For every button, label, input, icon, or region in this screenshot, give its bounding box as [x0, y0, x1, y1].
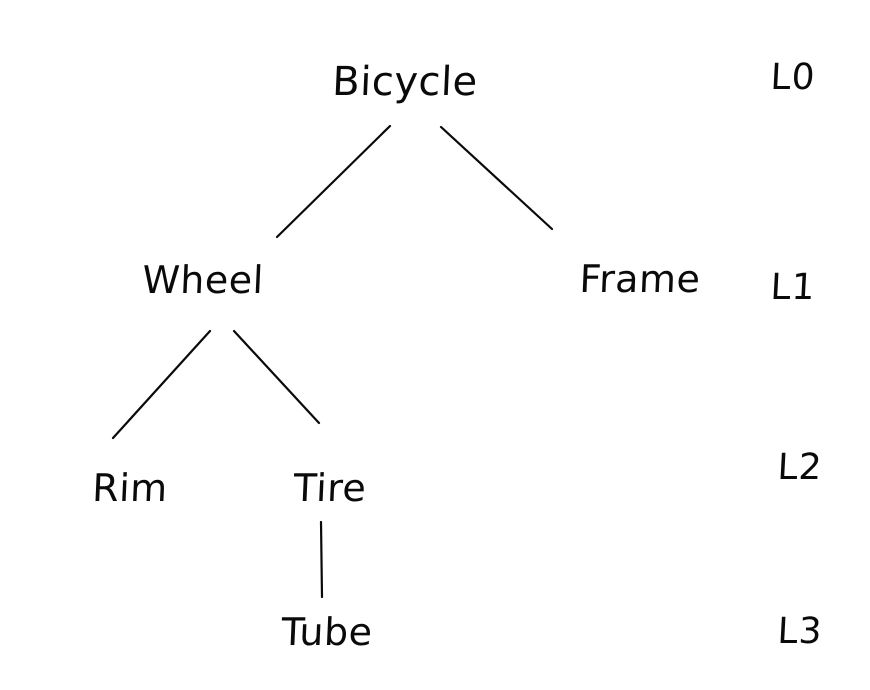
level-label-l0: L0 [769, 57, 817, 98]
tree-edges [111, 124, 554, 599]
edge-bicycle-frame [439, 125, 554, 231]
node-frame[interactable]: Frame [578, 257, 702, 301]
node-tube[interactable]: Tube [280, 610, 374, 654]
node-rim[interactable]: Rim [91, 466, 169, 510]
edge-bicycle-wheel [275, 124, 392, 239]
node-tire[interactable]: Tire [292, 466, 368, 510]
edge-wheel-rim [111, 329, 212, 440]
edge-tire-tube [319, 520, 324, 599]
level-label-l3: L3 [776, 611, 824, 652]
edge-wheel-tire [232, 329, 321, 425]
level-label-l1: L1 [769, 267, 817, 308]
node-wheel[interactable]: Wheel [141, 258, 265, 302]
node-bicycle[interactable]: Bicycle [331, 59, 479, 105]
level-label-l2: L2 [776, 447, 824, 488]
